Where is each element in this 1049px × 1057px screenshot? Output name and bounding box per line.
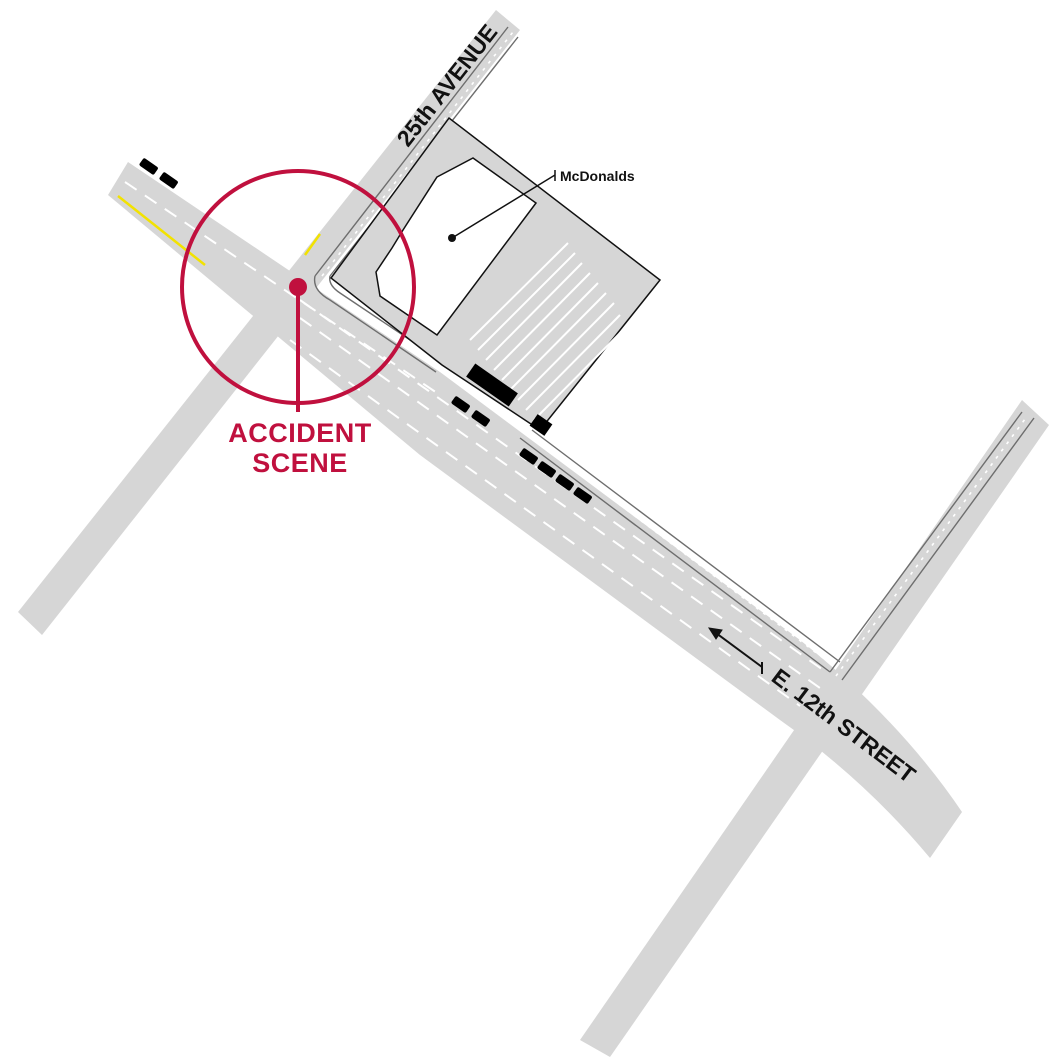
vehicle: [451, 396, 470, 413]
cross-road: [580, 400, 1049, 1057]
direction-arrow-icon: [707, 627, 763, 674]
vehicle: [466, 363, 518, 407]
sidewalk-ticks: [321, 31, 1029, 677]
vehicle: [573, 487, 592, 504]
mcdonalds-building: [375, 157, 538, 337]
street-road: [108, 162, 962, 858]
parking-lot: [329, 116, 662, 432]
vehicle: [529, 414, 553, 436]
vehicle: [537, 461, 556, 478]
vehicle: [159, 172, 178, 189]
roads: [18, 10, 1049, 1057]
landmark-leader-line: [451, 170, 556, 239]
accident-marker-dot: [289, 278, 307, 296]
vehicle: [139, 158, 158, 175]
vehicle: [471, 410, 490, 427]
vehicles: [139, 158, 592, 504]
vehicle: [519, 448, 538, 465]
accident-label-line2: SCENE: [252, 448, 348, 478]
vehicle: [555, 474, 574, 491]
yellow-center-line: [117, 195, 322, 266]
parking-stalls: [469, 242, 627, 421]
mcdonalds-lot: McDonalds: [329, 116, 662, 432]
accident-label-line1: ACCIDENT: [228, 418, 372, 448]
accident-callout: ACCIDENT SCENE: [180, 169, 416, 478]
landmark-label: McDonalds: [560, 168, 635, 184]
